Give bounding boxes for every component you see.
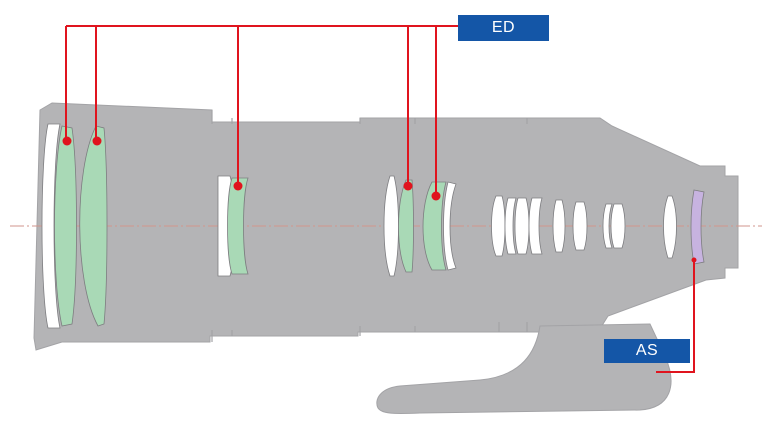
focus-element-8 bbox=[610, 203, 626, 249]
focus-element-1 bbox=[491, 195, 506, 257]
ed-marker-1 bbox=[62, 136, 72, 146]
front-protect-element bbox=[41, 123, 61, 329]
second-lens-group bbox=[217, 175, 249, 277]
focus-element-7 bbox=[602, 203, 613, 249]
ed-element-4 bbox=[398, 179, 414, 273]
front-lens-group bbox=[41, 123, 108, 329]
ed-element-5 bbox=[422, 181, 447, 271]
rear-lens-group bbox=[663, 189, 705, 265]
as-leader-line bbox=[656, 260, 695, 373]
focus-element-6 bbox=[572, 201, 588, 251]
ed-leader-lines bbox=[65, 25, 458, 195]
rear-element bbox=[663, 195, 677, 259]
as-element bbox=[690, 189, 705, 265]
meniscus-element bbox=[443, 181, 457, 271]
focus-lens-group bbox=[491, 195, 626, 257]
ed-element-3 bbox=[227, 177, 249, 275]
ed-leader-markers bbox=[62, 136, 441, 201]
ed-marker-4 bbox=[403, 181, 413, 191]
ed-marker-5 bbox=[431, 191, 441, 201]
third-lens-group bbox=[383, 175, 457, 277]
barrel-seams bbox=[211, 110, 528, 342]
ed-element-2 bbox=[79, 125, 108, 327]
ed-marker-3 bbox=[233, 181, 243, 191]
focus-element-4 bbox=[528, 197, 543, 255]
ed-marker-2 bbox=[92, 136, 102, 146]
ed-label: ED bbox=[458, 15, 549, 41]
focus-element-2 bbox=[504, 197, 517, 255]
third-group-element bbox=[383, 175, 399, 277]
tripod-foot bbox=[376, 323, 672, 414]
focus-element-5 bbox=[552, 199, 566, 253]
ed-element-1 bbox=[54, 125, 77, 327]
focus-element-3 bbox=[514, 197, 530, 255]
as-marker bbox=[691, 257, 697, 263]
as-label: AS bbox=[604, 339, 690, 363]
